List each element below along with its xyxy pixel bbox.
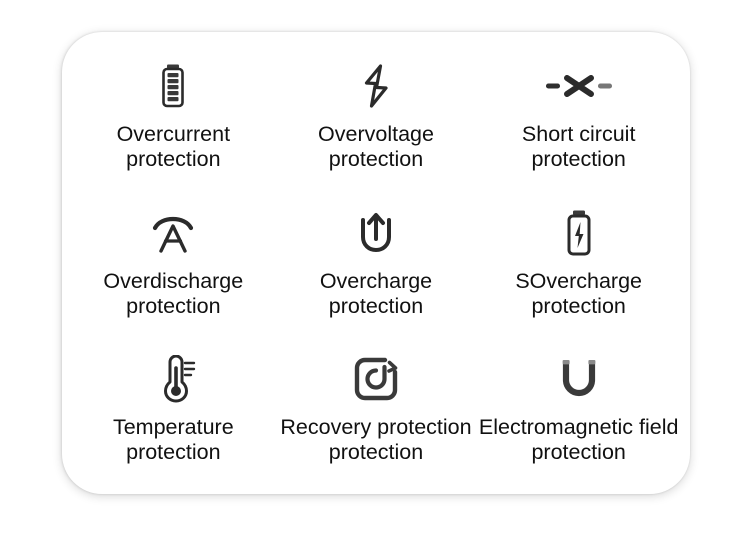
feature-label-line1: SOvercharge bbox=[515, 268, 642, 293]
thermometer-icon bbox=[150, 353, 196, 405]
recovery-refresh-icon bbox=[352, 353, 400, 405]
feature-label: Overcurrent protection bbox=[117, 122, 231, 172]
feature-label: Temperature protection bbox=[113, 415, 234, 465]
feature-label-line1: Overvoltage bbox=[318, 122, 434, 146]
feature-label-line2: protection bbox=[126, 147, 221, 171]
feature-label-line2: protection bbox=[531, 293, 626, 318]
feature-label: Recovery protection protection bbox=[280, 415, 471, 465]
feature-item-overcharge-protection: Overcharge protection bbox=[275, 193, 478, 340]
lightning-bolt-icon bbox=[354, 60, 398, 112]
feature-label-line1: Short circuit bbox=[521, 122, 636, 146]
feature-label-line1: Overdischarge bbox=[103, 268, 244, 293]
feature-label-line1: Overcurrent bbox=[116, 122, 231, 146]
u-turn-up-arrow-icon bbox=[356, 207, 396, 259]
feature-label-line2: protection bbox=[531, 440, 626, 465]
short-circuit-x-icon bbox=[544, 60, 614, 112]
feature-label: SOvercharge protection bbox=[515, 269, 642, 319]
feature-label-line2: protection bbox=[328, 440, 424, 465]
feature-label: Electromagnetic field protection bbox=[479, 415, 679, 465]
feature-item-recovery-protection: Recovery protection protection bbox=[275, 339, 478, 486]
feature-item-sovercharge-protection: SOvercharge protection bbox=[477, 193, 680, 340]
feature-label-line2: protection bbox=[126, 440, 221, 465]
feature-label: Overdischarge protection bbox=[103, 269, 243, 319]
feature-item-overdischarge-protection: Overdischarge protection bbox=[72, 193, 275, 340]
feature-label-line1: Recovery protection bbox=[280, 415, 472, 440]
protection-features-card: Overcurrent protection Overvoltage prote… bbox=[62, 32, 690, 494]
feature-label-line2: protection bbox=[328, 293, 424, 318]
battery-charging-icon bbox=[564, 207, 594, 259]
feature-label-line2: protection bbox=[328, 147, 424, 171]
horseshoe-magnet-icon bbox=[558, 353, 600, 405]
feature-item-electromagnetic-field-protection: Electromagnetic field protection bbox=[477, 339, 680, 486]
feature-label-line1: Overcharge bbox=[319, 268, 433, 293]
feature-label-line2: protection bbox=[531, 147, 626, 171]
battery-level-icon bbox=[158, 60, 188, 112]
feature-label-line1: Electromagnetic field bbox=[478, 415, 679, 440]
feature-item-temperature-protection: Temperature protection bbox=[72, 339, 275, 486]
feature-label-line1: Temperature bbox=[112, 415, 234, 440]
feature-label-line2: protection bbox=[126, 293, 221, 318]
antenna-a-icon bbox=[149, 207, 197, 259]
feature-label: Overcharge protection bbox=[320, 269, 432, 319]
feature-item-overcurrent-protection: Overcurrent protection bbox=[72, 46, 275, 193]
feature-label: Short circuit protection bbox=[522, 122, 636, 172]
feature-item-short-circuit-protection: Short circuit protection bbox=[477, 46, 680, 193]
feature-item-overvoltage-protection: Overvoltage protection bbox=[275, 46, 478, 193]
feature-label: Overvoltage protection bbox=[318, 122, 434, 172]
